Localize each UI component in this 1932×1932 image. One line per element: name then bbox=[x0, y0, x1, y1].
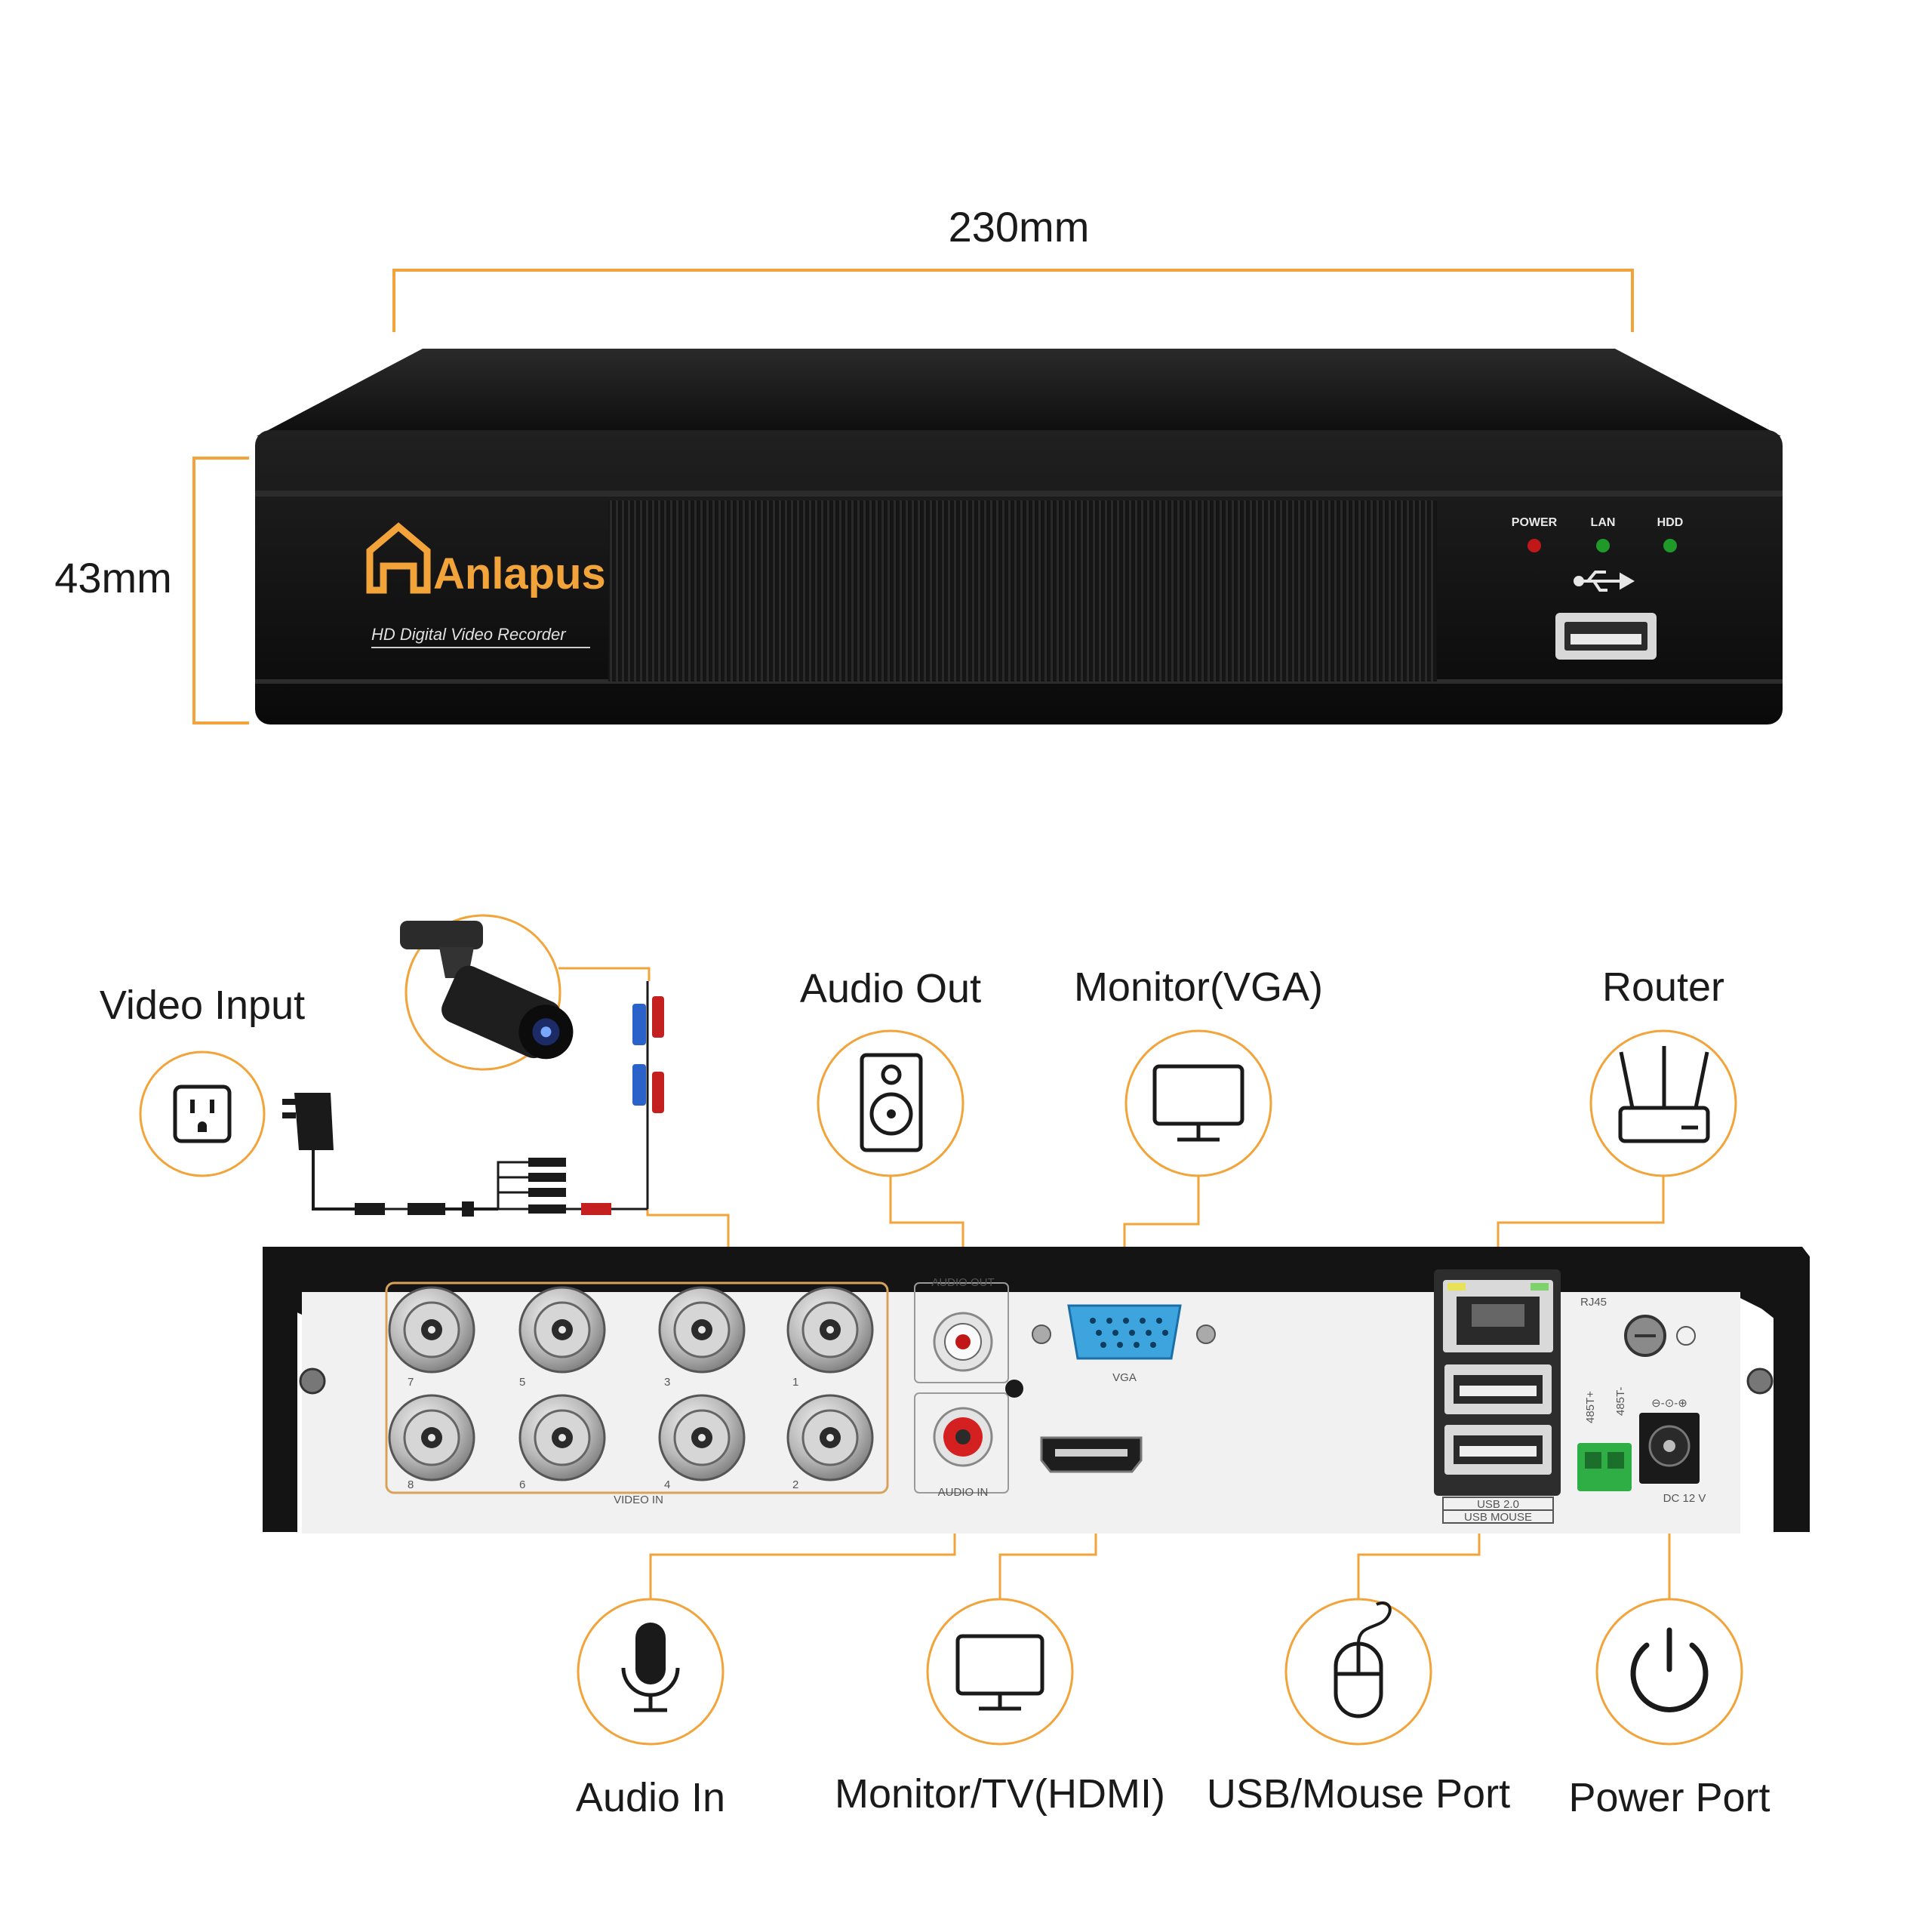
audio-out-jack[interactable] bbox=[933, 1312, 993, 1372]
channel-label-7: 7 bbox=[408, 1376, 414, 1389]
label-rj45: RJ45 bbox=[1580, 1296, 1607, 1309]
dc-power-jack[interactable] bbox=[1639, 1413, 1700, 1484]
channel-label-2: 2 bbox=[792, 1478, 798, 1491]
callout-video-input: Video Input bbox=[100, 983, 305, 1028]
label-audio-in: AUDIO IN bbox=[938, 1486, 989, 1499]
bnc-port-1[interactable] bbox=[786, 1286, 874, 1374]
monitor-hdmi-icon bbox=[926, 1598, 1074, 1746]
monitor-vga-icon bbox=[1124, 1029, 1272, 1177]
rj45-port[interactable] bbox=[1443, 1280, 1553, 1352]
callout-usb-mouse: USB/Mouse Port bbox=[1207, 1771, 1510, 1817]
label-video-in: VIDEO IN bbox=[614, 1494, 663, 1506]
brand-subtitle: HD Digital Video Recorder bbox=[371, 625, 567, 644]
bnc-cable-icon bbox=[632, 981, 664, 1209]
power-led bbox=[1527, 539, 1541, 552]
led-label-power: POWER bbox=[1512, 516, 1558, 529]
label-usb20: USB 2.0 bbox=[1477, 1498, 1519, 1511]
dc-polarity-symbol: ⊖-⊙-⊕ bbox=[1651, 1397, 1687, 1410]
vga-port[interactable] bbox=[1032, 1304, 1216, 1360]
callout-router: Router bbox=[1602, 964, 1724, 1010]
ground-terminal-icon bbox=[1624, 1315, 1696, 1357]
speaker-icon bbox=[817, 1029, 964, 1177]
label-vga: VGA bbox=[1112, 1371, 1137, 1384]
microphone-icon bbox=[577, 1598, 724, 1746]
rear-usb-port-top[interactable] bbox=[1444, 1364, 1552, 1414]
channel-label-3: 3 bbox=[664, 1376, 670, 1389]
audio-in-jack[interactable] bbox=[933, 1407, 993, 1467]
height-label: 43mm bbox=[54, 554, 172, 601]
led-label-lan: LAN bbox=[1591, 516, 1616, 529]
label-dc: DC 12 V bbox=[1663, 1492, 1706, 1505]
front-usb-port[interactable] bbox=[1555, 613, 1657, 660]
power-icon bbox=[1595, 1598, 1743, 1746]
label-485-minus: 485T- bbox=[1614, 1387, 1627, 1416]
dvr-rear: VIDEO IN 7 5 3 1 8 6 4 2 AUDIO OUT A bbox=[263, 1247, 1810, 1534]
brand-name: Anlapus bbox=[433, 549, 606, 598]
rear-usb-port-bottom[interactable] bbox=[1444, 1425, 1552, 1475]
callout-audio-out: Audio Out bbox=[800, 966, 981, 1011]
front-vent bbox=[608, 500, 1437, 681]
callout-monitor-vga: Monitor(VGA) bbox=[1074, 964, 1323, 1010]
height-dimension: 43mm bbox=[54, 457, 249, 724]
label-485-plus: 485T+ bbox=[1584, 1391, 1597, 1423]
bnc-port-5[interactable] bbox=[518, 1286, 606, 1374]
label-audio-out: AUDIO OUT bbox=[931, 1276, 994, 1289]
led-indicators: POWER LAN HDD bbox=[1512, 516, 1684, 552]
channel-label-6: 6 bbox=[519, 1478, 525, 1491]
channel-label-5: 5 bbox=[519, 1376, 525, 1389]
channel-label-4: 4 bbox=[664, 1478, 670, 1491]
callout-audio-in: Audio In bbox=[576, 1775, 725, 1820]
callout-monitor-hdmi: Monitor/TV(HDMI) bbox=[835, 1771, 1165, 1817]
outlet-icon bbox=[139, 1051, 266, 1177]
camera-icon bbox=[400, 914, 574, 1071]
dvr-front: Anlapus HD Digital Video Recorder POWER … bbox=[255, 349, 1783, 724]
bnc-port-7[interactable] bbox=[388, 1286, 475, 1374]
label-usb-mouse: USB MOUSE bbox=[1464, 1511, 1532, 1524]
width-dimension: 230mm bbox=[392, 203, 1634, 332]
lan-led bbox=[1596, 539, 1610, 552]
led-label-hdd: HDD bbox=[1657, 516, 1684, 529]
bnc-port-4[interactable] bbox=[658, 1394, 746, 1481]
callout-power-port: Power Port bbox=[1568, 1775, 1770, 1820]
bnc-port-8[interactable] bbox=[388, 1394, 475, 1481]
bnc-connectors[interactable] bbox=[388, 1286, 874, 1481]
bnc-port-6[interactable] bbox=[518, 1394, 606, 1481]
bnc-port-2[interactable] bbox=[786, 1394, 874, 1481]
router-icon bbox=[1589, 1029, 1737, 1177]
channel-label-8: 8 bbox=[408, 1478, 414, 1491]
brand-logo-icon bbox=[366, 522, 431, 594]
mouse-icon bbox=[1284, 1598, 1432, 1746]
rs485-terminal[interactable] bbox=[1577, 1443, 1632, 1491]
ground-screw bbox=[1005, 1380, 1023, 1398]
usb-symbol-icon bbox=[1574, 571, 1635, 592]
bnc-port-3[interactable] bbox=[658, 1286, 746, 1374]
adapter-icon bbox=[282, 1093, 648, 1217]
channel-label-1: 1 bbox=[792, 1376, 798, 1389]
hdd-led bbox=[1663, 539, 1677, 552]
hdmi-port[interactable] bbox=[1040, 1436, 1143, 1473]
width-label: 230mm bbox=[949, 203, 1090, 251]
